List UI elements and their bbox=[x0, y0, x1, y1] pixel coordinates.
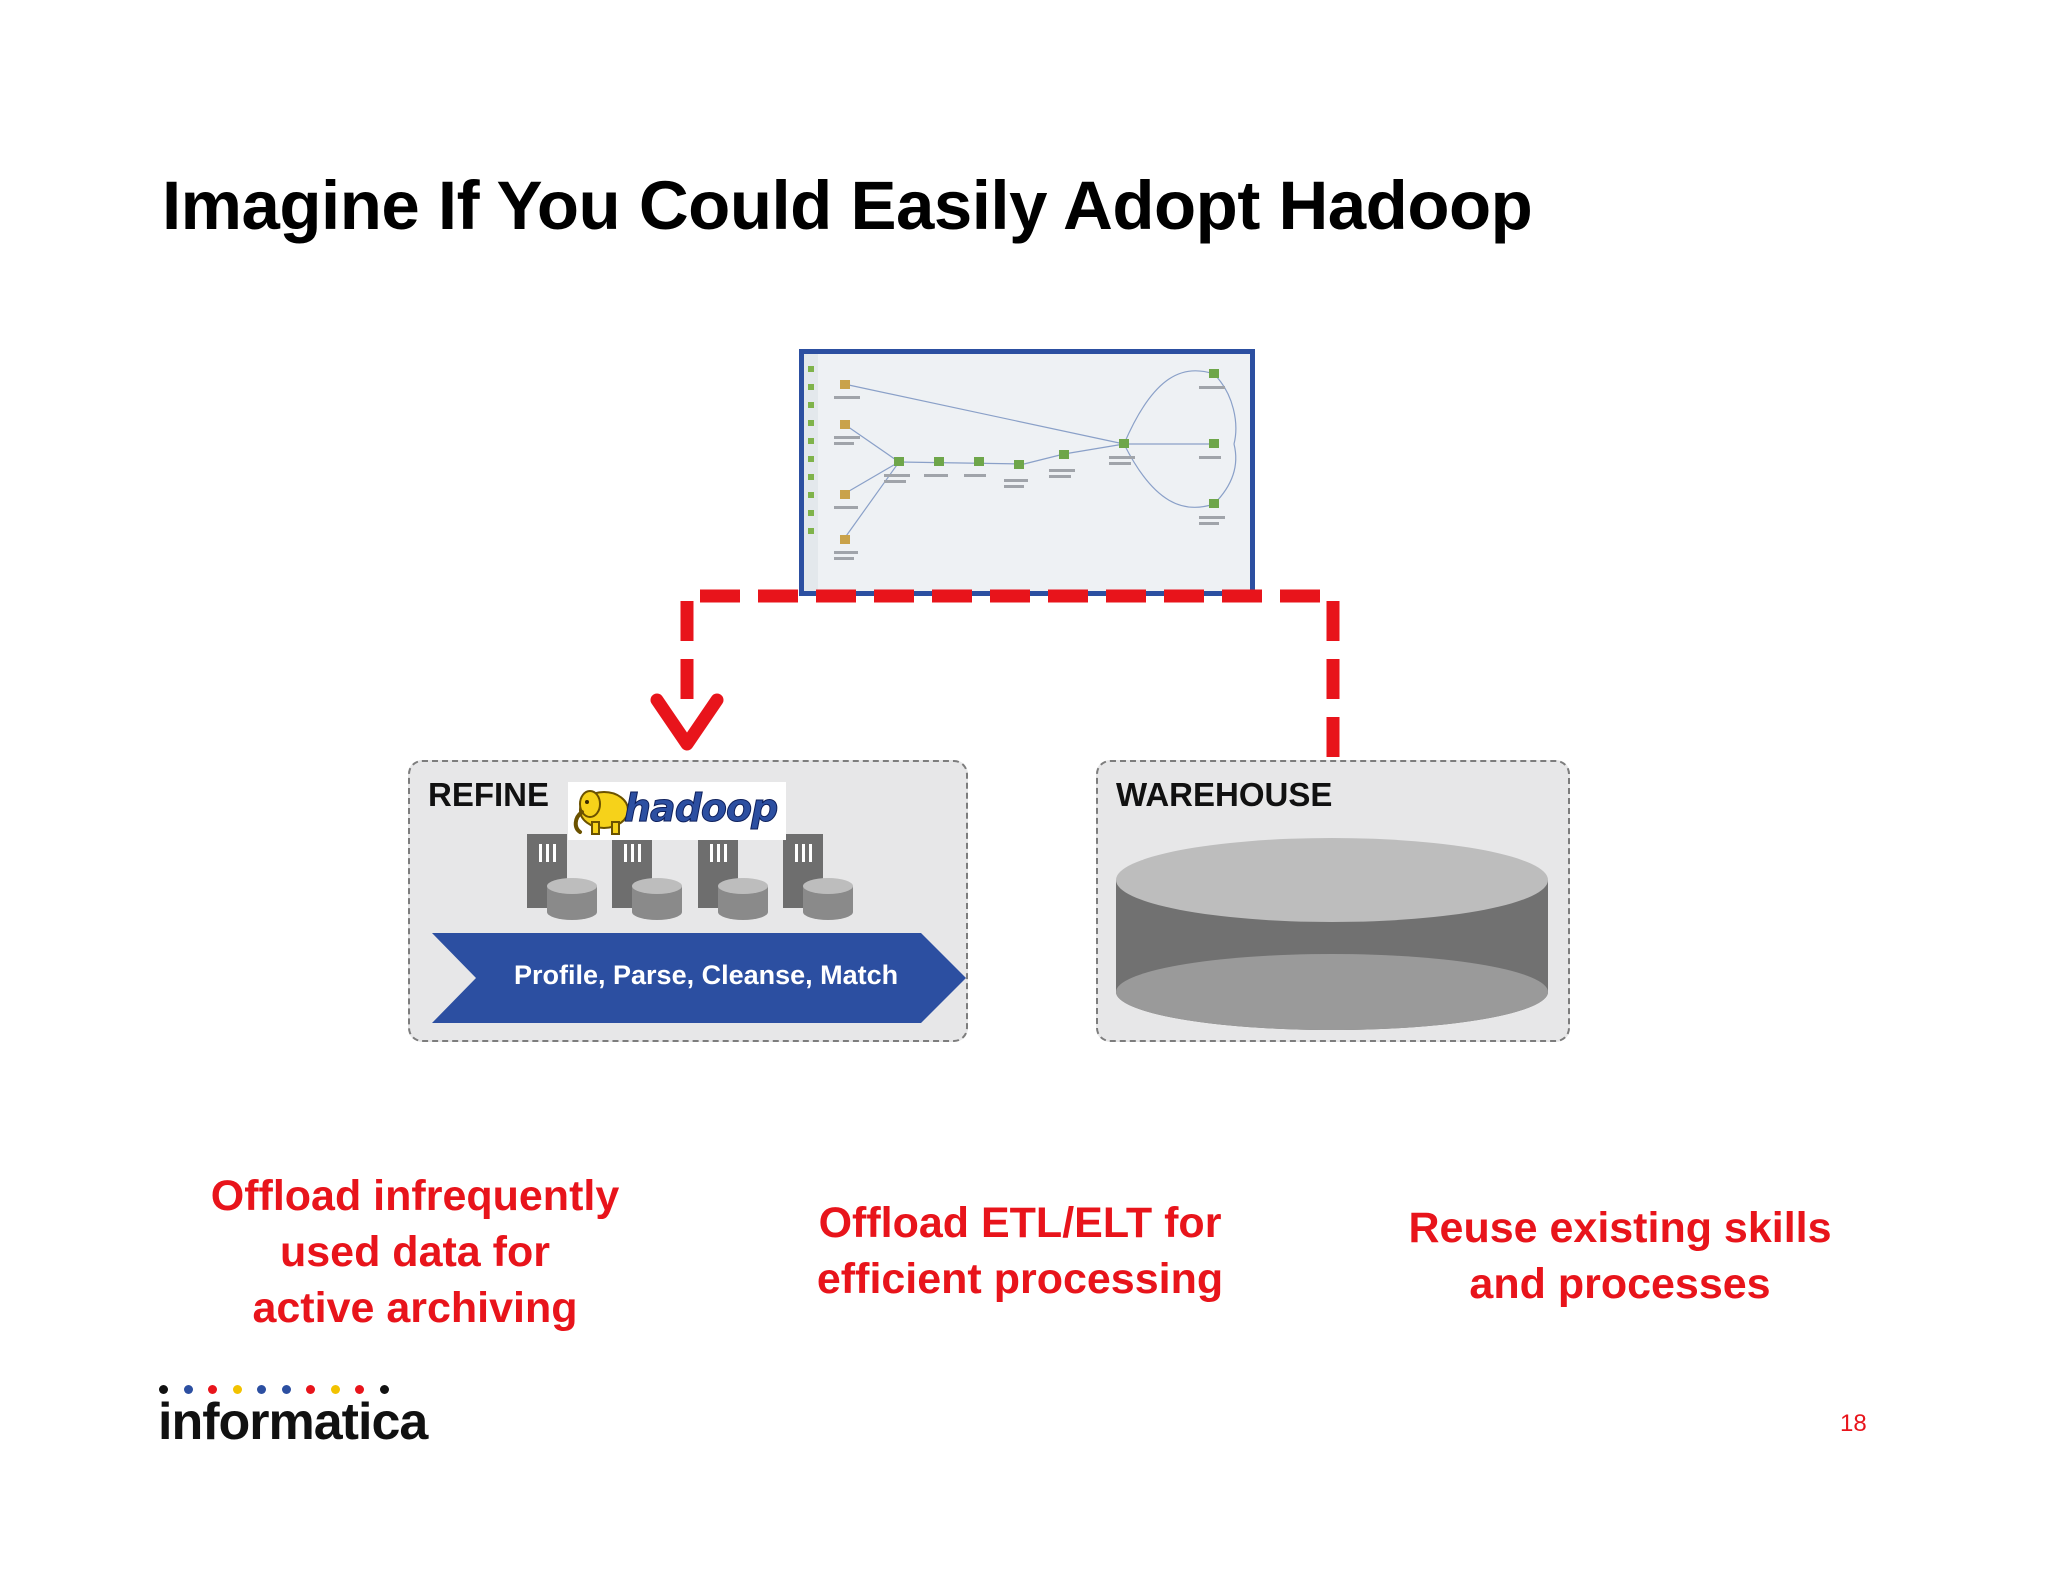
slide-title: Imagine If You Could Easily Adopt Hadoop bbox=[162, 167, 1533, 244]
page-number: 18 bbox=[1840, 1410, 1867, 1437]
brand-dot bbox=[306, 1385, 315, 1394]
brand-dot bbox=[330, 1385, 340, 1394]
brand-dot bbox=[379, 1385, 389, 1394]
brand-dot bbox=[208, 1385, 217, 1394]
dashed-connector bbox=[680, 589, 1340, 757]
brand-dot bbox=[232, 1385, 242, 1394]
callout-etl: Offload ETL/ELT for efficient processing bbox=[816, 1199, 1224, 1303]
brand-dot bbox=[183, 1385, 193, 1394]
brand-logo: informatica bbox=[158, 1393, 428, 1451]
brand-dots bbox=[159, 1381, 404, 1399]
refine-label: REFINE bbox=[428, 776, 550, 813]
brand-dot bbox=[355, 1385, 364, 1394]
brand-dot bbox=[281, 1385, 291, 1394]
hadoop-elephant-icon bbox=[573, 790, 629, 835]
warehouse-label: WAREHOUSE bbox=[1116, 776, 1333, 813]
mapping-flow-graphic bbox=[804, 354, 1237, 591]
hadoop-logo-text: hadoop bbox=[623, 786, 778, 831]
callout-reuse: Reuse existing skills and processes bbox=[1408, 1204, 1832, 1308]
arrow-head-icon bbox=[650, 693, 724, 751]
brand-dot bbox=[257, 1385, 266, 1394]
brand-dot bbox=[159, 1385, 168, 1394]
mapping-screenshot bbox=[799, 349, 1255, 596]
process-label: Profile, Parse, Cleanse, Match bbox=[514, 960, 899, 990]
hadoop-logo: hadoop bbox=[568, 782, 786, 840]
callout-archiving: Offload infrequently used data for activ… bbox=[210, 1172, 620, 1332]
